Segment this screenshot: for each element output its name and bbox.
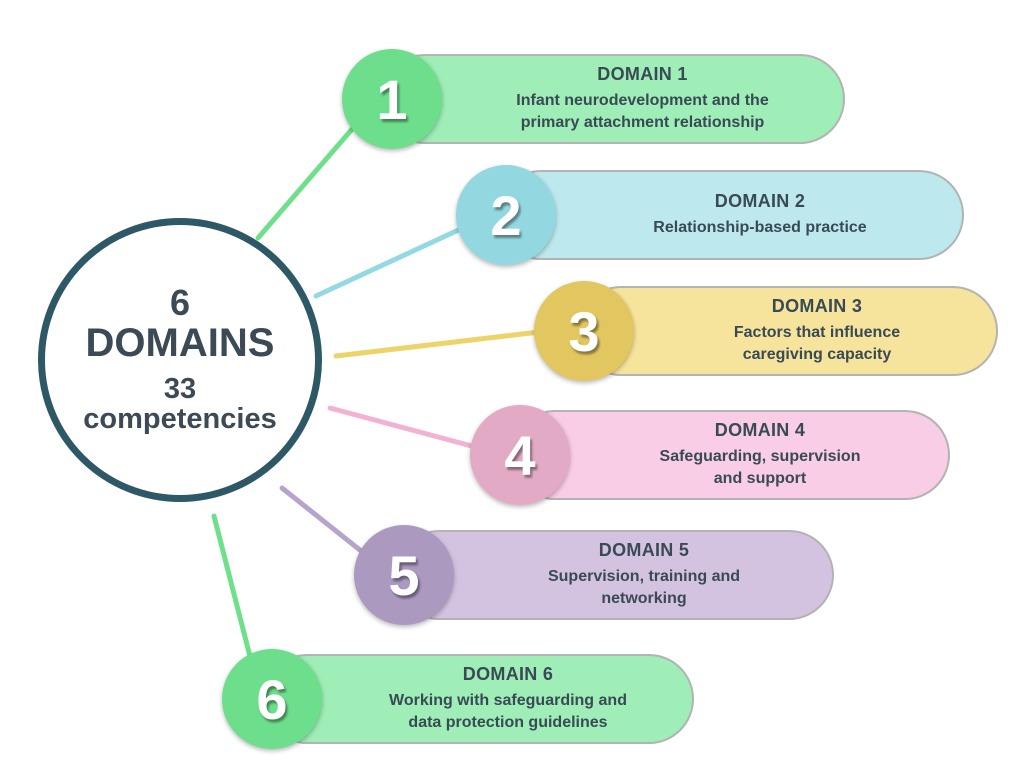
hub-title: DOMAINS: [85, 321, 275, 366]
domain-card-4: DOMAIN 4 Safeguarding, supervision and s…: [510, 410, 950, 500]
domain-description: Infant neurodevelopment and the primary …: [516, 90, 768, 134]
domain-description: Safeguarding, supervision and support: [660, 446, 861, 490]
domain-title: DOMAIN 6: [462, 664, 554, 684]
connector-line-4: [327, 405, 497, 455]
domain-description-line: Relationship-based practice: [653, 219, 867, 236]
connector-line-2: [313, 217, 483, 299]
domain-number-badge-1: 1: [342, 49, 442, 149]
domain-description-line: data protection guidelines: [408, 714, 608, 731]
domain-card-1: DOMAIN 1 Infant neurodevelopment and the…: [380, 54, 845, 144]
domain-description-line: Supervision, training and: [547, 568, 741, 585]
domain-card-3: DOMAIN 3 Factors that influence caregivi…: [576, 286, 998, 376]
domain-description-line: and support: [713, 470, 807, 487]
domain-card-5: DOMAIN 5 Supervision, training and netwo…: [394, 530, 834, 620]
domain-title: DOMAIN 1: [597, 64, 688, 84]
domain-title: DOMAIN 2: [714, 191, 806, 211]
hub-domain-count: 6: [169, 281, 191, 323]
domain-number-badge-2: 2: [456, 165, 556, 265]
domain-description-line: Factors that influence: [733, 324, 901, 341]
connector-line-3: [333, 327, 559, 359]
domain-description: Factors that influence caregiving capaci…: [734, 322, 900, 366]
domain-title: DOMAIN 3: [771, 296, 863, 316]
domain-description-line: Infant neurodevelopment and the: [516, 92, 769, 109]
connector-line-6: [211, 513, 257, 675]
hub-competency-label: competencies: [83, 403, 277, 436]
domain-description: Working with safeguarding and data prote…: [389, 690, 627, 734]
domain-number-badge-6: 6: [222, 649, 322, 749]
domain-card-2: DOMAIN 2 Relationship-based practice: [496, 170, 964, 260]
domain-description: Supervision, training and networking: [548, 566, 740, 610]
domain-description-line: primary attachment relationship: [520, 114, 765, 131]
domain-title: DOMAIN 5: [598, 540, 690, 560]
domain-description-line: caregiving capacity: [742, 346, 892, 363]
domain-description-line: Working with safeguarding and: [389, 692, 627, 709]
domain-description-line: Safeguarding, supervision: [659, 448, 861, 465]
hub-competency-count: 33: [163, 373, 197, 406]
domain-card-6: DOMAIN 6 Working with safeguarding and d…: [262, 654, 694, 744]
domain-title: DOMAIN 4: [714, 420, 806, 440]
domain-number-badge-3: 3: [534, 281, 634, 381]
domain-description-line: networking: [601, 590, 687, 607]
domain-description: Relationship-based practice: [653, 217, 866, 239]
domain-number-badge-4: 4: [470, 405, 570, 505]
central-hub: 6 DOMAINS 33 competencies: [38, 218, 322, 502]
domain-number-badge-5: 5: [354, 525, 454, 625]
